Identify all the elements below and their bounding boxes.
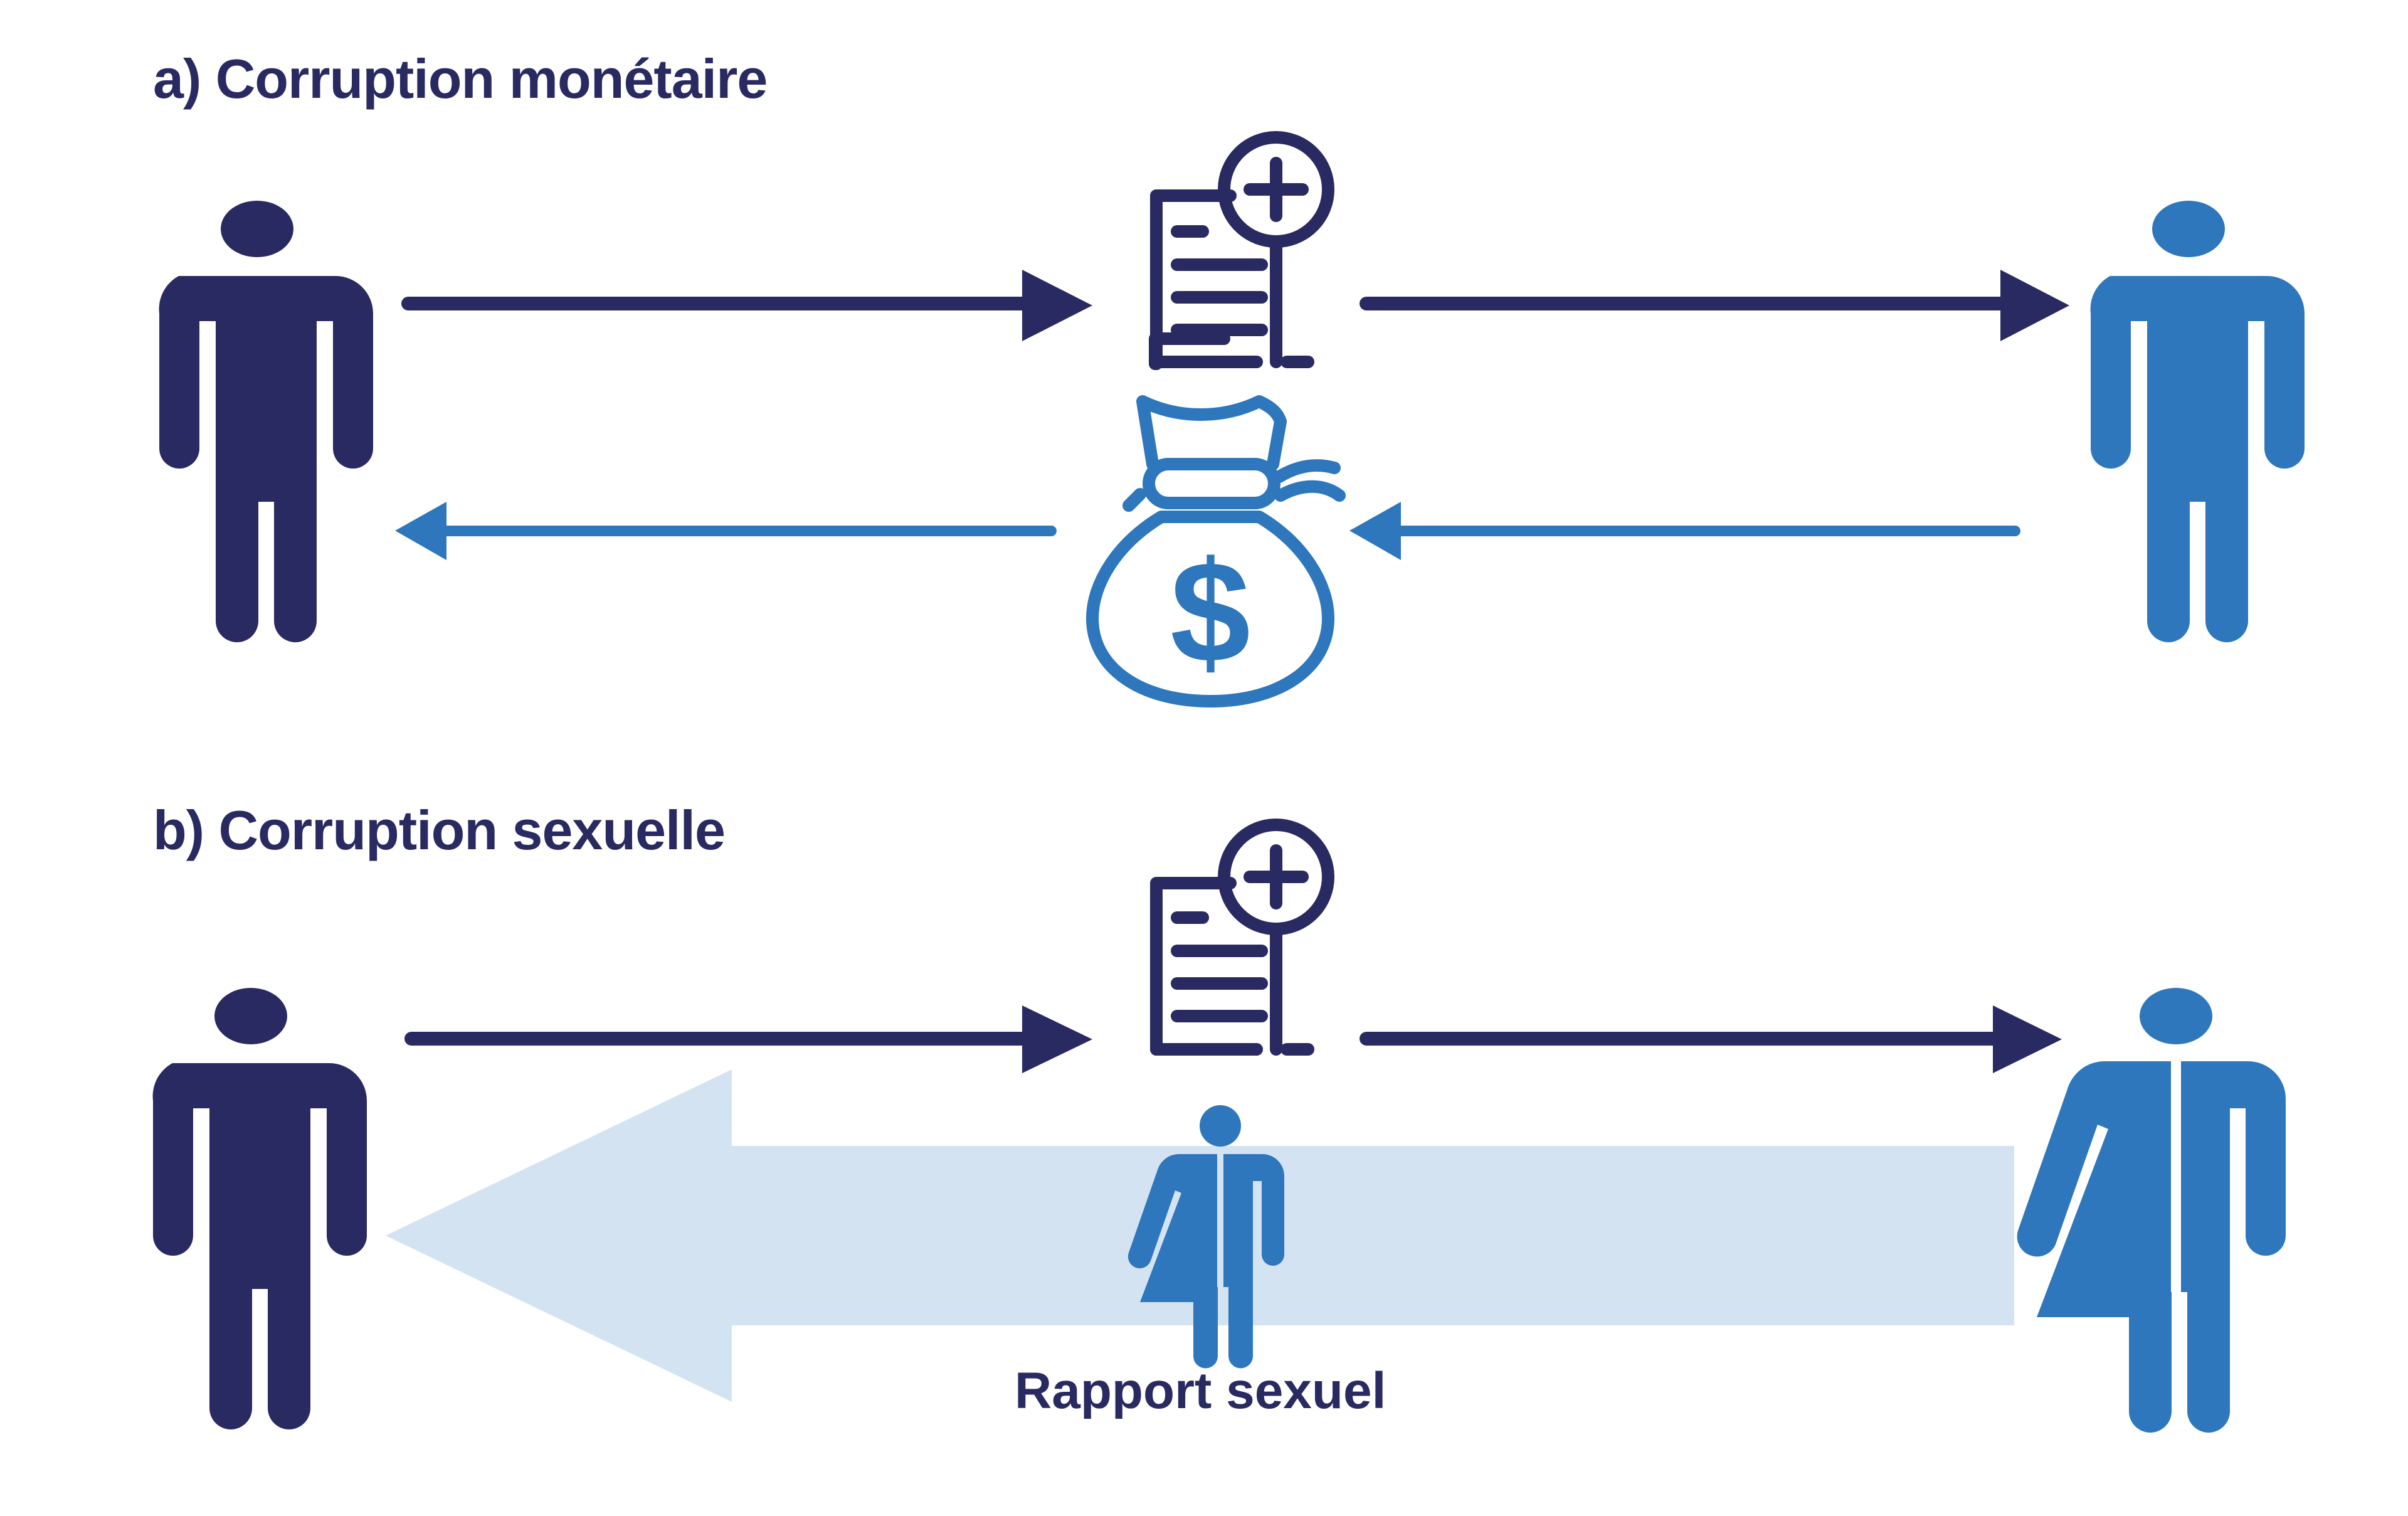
panel-corruption-monetaire: a) Corruption monétaire [0, 0, 2408, 740]
person-male-blue-right [2090, 201, 2305, 642]
document-plus-icon [1150, 819, 1334, 1056]
panel-b-title: b) Corruption sexuelle [153, 799, 726, 861]
arrow-service-left-to-document [401, 270, 1092, 341]
panel-a-graphics: $ [159, 131, 2305, 708]
arrow-service-document-to-right [1360, 270, 2069, 341]
arrow-service-document-to-right [1360, 1005, 2062, 1073]
person-male-navy-left-body [152, 988, 367, 1429]
arrow-sexual-relation-label: Rapport sexuel [1015, 1362, 1386, 1419]
arrow-payment-right-to-money [1349, 502, 2020, 560]
person-male-navy-left [159, 201, 373, 642]
document-plus-icon [1149, 131, 1334, 370]
panel-a-title: a) Corruption monétaire [153, 48, 768, 110]
panel-b-graphics [152, 741, 2286, 1433]
person-mixed-blue-right [2017, 988, 2286, 1433]
panel-corruption-sexuelle: b) Corruption sexuelle [0, 740, 2408, 1516]
arrow-service-left-to-document [404, 1005, 1092, 1073]
money-bag-icon [1086, 395, 1346, 708]
arrow-payment-money-to-left [395, 502, 1057, 560]
person-mixed-small-icon [1127, 1105, 1284, 1369]
money-bag-dollar-symbol: $ [1170, 531, 1250, 692]
